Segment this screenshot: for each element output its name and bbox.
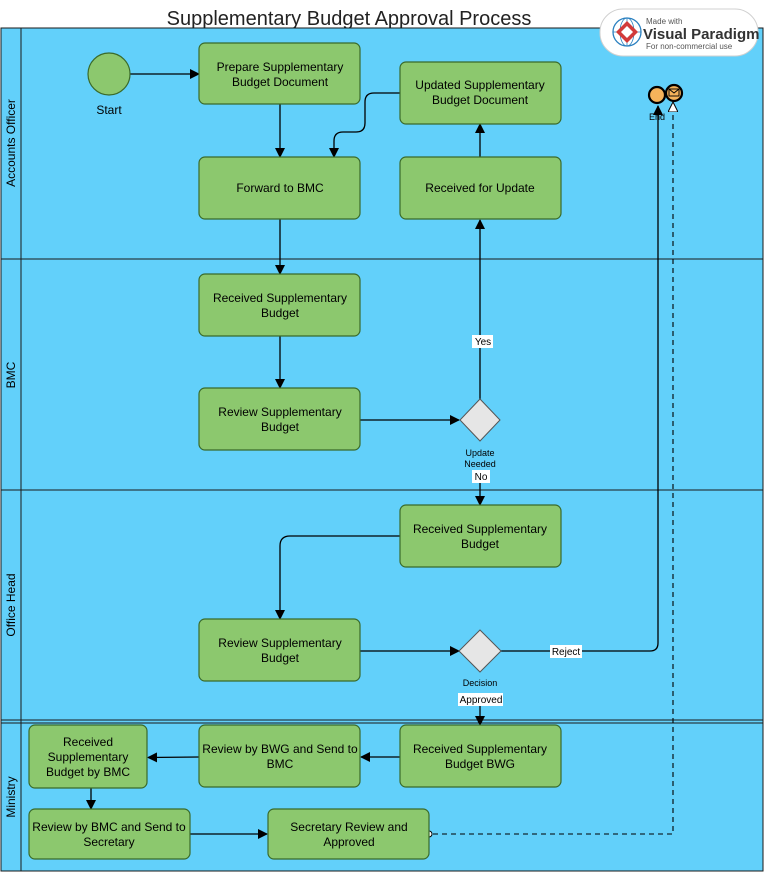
svg-text:Forward to BMC: Forward to BMC — [236, 181, 324, 195]
lane-bmc: BMC — [4, 361, 18, 388]
edge-label-yes: Yes — [475, 337, 491, 348]
visual-paradigm-logo-icon — [612, 17, 642, 47]
lane-office-head: Office Head — [4, 573, 18, 636]
edge-label-reject: Reject — [552, 647, 581, 658]
watermark-sub: For non-commercial use — [646, 42, 733, 51]
flow-updated-to-forward — [329, 92, 400, 158]
start-event[interactable] — [87, 52, 131, 96]
edge-label-approved: Approved — [460, 695, 503, 706]
gateway-update-needed[interactable] — [459, 398, 501, 442]
lane-accounts-officer: Accounts Officer — [4, 99, 18, 187]
edge-label-no: No — [475, 472, 488, 483]
watermark-brand: Visual Paradigm — [643, 26, 759, 43]
visual-paradigm-watermark: Made with Visual Paradigm For non-commer… — [599, 8, 759, 57]
end-label: End — [649, 112, 665, 122]
sequence-flows — [86, 69, 663, 839]
end-event[interactable] — [647, 83, 684, 105]
task-forward-to-bmc[interactable]: Forward to BMC — [198, 156, 361, 220]
flow-oh-received-to-review — [275, 535, 400, 620]
diagram-title: Supplementary Budget Approval Process — [167, 8, 532, 30]
watermark-made-with: Made with — [646, 17, 682, 26]
svg-text:Received for Update: Received for Update — [425, 181, 535, 195]
flow-decision-reject-to-end — [501, 105, 663, 652]
gateway-decision-label: Decision — [463, 678, 498, 688]
gateway-decision[interactable] — [458, 629, 502, 673]
task-received-for-update[interactable]: Received for Update — [399, 156, 562, 220]
start-label: Start — [96, 103, 122, 117]
lane-ministry: Ministry — [4, 776, 18, 817]
flow-bwg-review-to-bmc-received — [147, 752, 200, 763]
